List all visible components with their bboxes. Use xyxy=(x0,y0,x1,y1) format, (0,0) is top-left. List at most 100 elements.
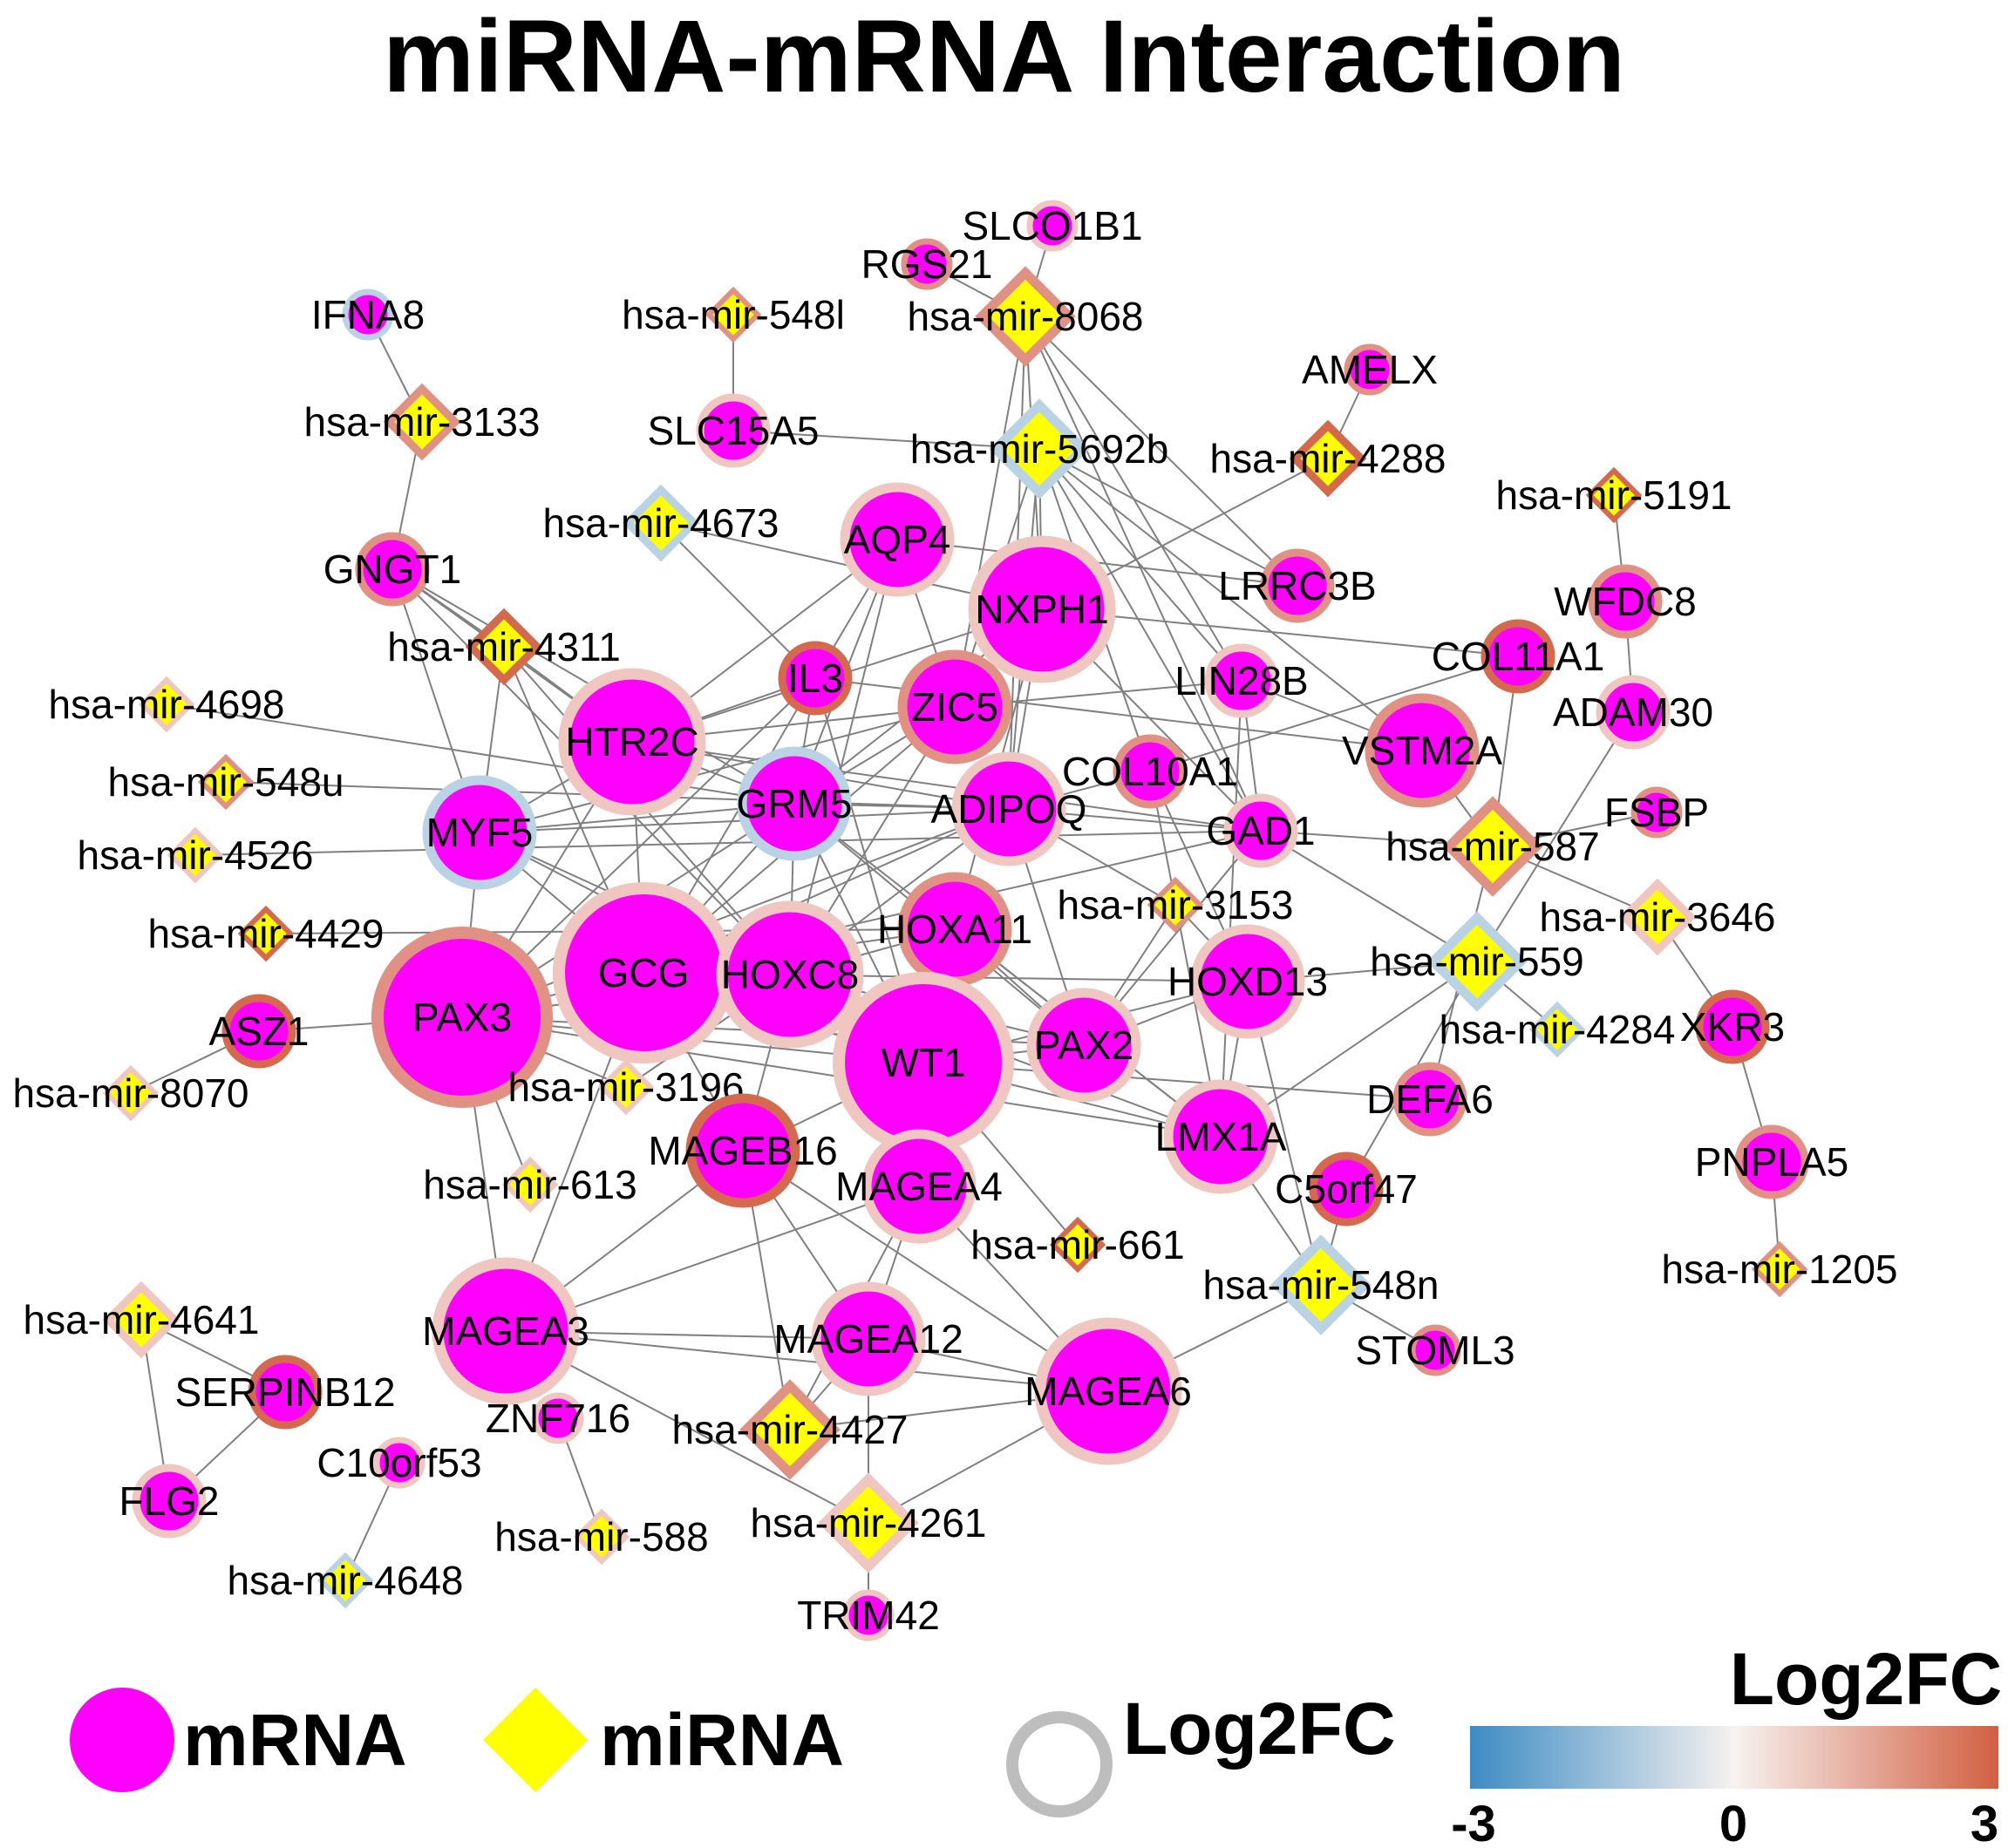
mrna-node-nxph1[interactable]: NXPH1 xyxy=(968,535,1116,683)
mrna-node-rgs21[interactable]: RGS21 xyxy=(861,238,993,290)
node-label-hsa-mir-548l: hsa-mir-548l xyxy=(622,292,845,337)
mirna-node-hsa-mir-559[interactable]: hsa-mir-559 xyxy=(1370,911,1584,1012)
mirna-node-hsa-mir-661[interactable]: hsa-mir-661 xyxy=(970,1216,1185,1274)
mirna-node-hsa-mir-4427[interactable]: hsa-mir-4427 xyxy=(672,1379,909,1480)
mirna-node-hsa-mir-4311[interactable]: hsa-mir-4311 xyxy=(387,608,621,686)
mrna-node-htr2c[interactable]: HTR2C xyxy=(558,668,706,816)
mirna-node-hsa-mir-548n[interactable]: hsa-mir-548n xyxy=(1203,1234,1440,1335)
mirna-node-hsa-mir-4284[interactable]: hsa-mir-4284 xyxy=(1440,1001,1676,1058)
mirna-node-hsa-mir-4526[interactable]: hsa-mir-4526 xyxy=(78,826,314,884)
mrna-node-hoxd13[interactable]: HOXD13 xyxy=(1167,924,1328,1039)
mrna-node-col11a1[interactable]: COL11A1 xyxy=(1432,619,1605,694)
mrna-node-lin28b[interactable]: LIN28B xyxy=(1174,643,1309,718)
mrna-node-c5orf47[interactable]: C5orf47 xyxy=(1275,1152,1418,1226)
mrna-node-aqp4[interactable]: AQP4 xyxy=(840,482,955,597)
node-label-grm5: GRM5 xyxy=(737,781,853,826)
mirna-node-hsa-mir-3133[interactable]: hsa-mir-3133 xyxy=(304,383,541,461)
mrna-node-c10orf53[interactable]: C10orf53 xyxy=(317,1437,482,1489)
mrna-node-zic5[interactable]: ZIC5 xyxy=(897,649,1012,764)
mirna-node-hsa-mir-4673[interactable]: hsa-mir-4673 xyxy=(543,484,779,562)
mrna-node-pnpla5[interactable]: PNPLA5 xyxy=(1695,1124,1848,1199)
mirna-node-hsa-mir-3196[interactable]: hsa-mir-3196 xyxy=(508,1058,745,1116)
node-label-magea3: MAGEA3 xyxy=(422,1308,589,1354)
mrna-node-magea4[interactable]: MAGEA4 xyxy=(835,1129,1003,1244)
mrna-node-gcg[interactable]: GCG xyxy=(553,882,734,1063)
node-label-hsa-mir-5191: hsa-mir-5191 xyxy=(1496,472,1732,518)
mirna-node-hsa-mir-5191[interactable]: hsa-mir-5191 xyxy=(1496,466,1732,524)
mrna-node-pax3[interactable]: PAX3 xyxy=(371,927,553,1108)
mrna-node-pax2[interactable]: PAX2 xyxy=(1026,988,1141,1103)
mrna-node-stoml3[interactable]: STOML3 xyxy=(1355,1324,1515,1376)
mrna-circle-aqp4 xyxy=(840,482,955,597)
mrna-node-col10a1[interactable]: COL10A1 xyxy=(1062,734,1238,809)
mrna-node-slc15a5[interactable]: SLC15A5 xyxy=(648,393,820,468)
mrna-node-magea12[interactable]: MAGEA12 xyxy=(773,1281,963,1396)
mirna-node-hsa-mir-588[interactable]: hsa-mir-588 xyxy=(494,1508,709,1566)
mirna-diamond-hsa-mir-4673 xyxy=(622,484,700,562)
mrna-node-znf716[interactable]: ZNF716 xyxy=(486,1392,630,1444)
mrna-circle-hoxc8 xyxy=(716,900,864,1049)
mrna-circle-col10a1 xyxy=(1113,734,1188,809)
mrna-node-fsbp[interactable]: FSBP xyxy=(1604,786,1709,839)
mrna-node-magea3[interactable]: MAGEA3 xyxy=(422,1257,589,1405)
mirna-node-hsa-mir-587[interactable]: hsa-mir-587 xyxy=(1385,796,1600,897)
mrna-circle-adipoq xyxy=(951,751,1066,866)
legend: mRNA miRNA Log2FC Log2FC -3 0 3 xyxy=(70,1638,2002,1848)
mrna-node-lrrc3b[interactable]: LRRC3B xyxy=(1218,548,1377,623)
node-label-hsa-mir-4429: hsa-mir-4429 xyxy=(148,911,385,956)
node-label-flg2: FLG2 xyxy=(119,1478,219,1524)
mirna-node-hsa-mir-3153[interactable]: hsa-mir-3153 xyxy=(1058,876,1294,934)
mrna-node-hoxc8[interactable]: HOXC8 xyxy=(716,900,864,1049)
mrna-circle-asz1 xyxy=(221,994,296,1069)
mrna-node-il3[interactable]: IL3 xyxy=(778,641,853,716)
node-label-hsa-mir-5692b: hsa-mir-5692b xyxy=(910,426,1169,472)
mrna-circle-pax3 xyxy=(371,927,553,1108)
node-label-amelx: AMELX xyxy=(1302,347,1438,392)
node-label-hsa-mir-3133: hsa-mir-3133 xyxy=(304,399,541,445)
mrna-node-magea6[interactable]: MAGEA6 xyxy=(1024,1317,1192,1465)
mirna-node-hsa-mir-4288[interactable]: hsa-mir-4288 xyxy=(1210,419,1446,498)
mirna-diamond-hsa-mir-5191 xyxy=(1585,466,1643,524)
mirna-node-hsa-mir-548u[interactable]: hsa-mir-548u xyxy=(108,753,344,811)
mrna-node-hoxa11[interactable]: HOXA11 xyxy=(877,872,1032,987)
mrna-node-asz1[interactable]: ASZ1 xyxy=(208,994,310,1069)
edge-gad1-hsa-mir-559 xyxy=(1260,830,1478,962)
mrna-node-wt1[interactable]: WT1 xyxy=(833,972,1014,1153)
mrna-node-adam30[interactable]: ADAM30 xyxy=(1553,675,1713,750)
mrna-node-flg2[interactable]: FLG2 xyxy=(119,1464,220,1539)
mirna-node-hsa-mir-4641[interactable]: hsa-mir-4641 xyxy=(24,1281,260,1359)
mrna-node-defa6[interactable]: DEFA6 xyxy=(1366,1062,1494,1137)
mrna-node-lmx1a[interactable]: LMX1A xyxy=(1155,1079,1287,1194)
mirna-node-hsa-mir-8070[interactable]: hsa-mir-8070 xyxy=(13,1064,249,1122)
mirna-node-hsa-mir-613[interactable]: hsa-mir-613 xyxy=(423,1156,637,1213)
mirna-node-hsa-mir-4261[interactable]: hsa-mir-4261 xyxy=(751,1472,987,1573)
mrna-node-vstm2a[interactable]: VSTM2A xyxy=(1342,693,1502,808)
mrna-node-trim42[interactable]: TRIM42 xyxy=(797,1589,940,1641)
mrna-node-adipoq[interactable]: ADIPOQ xyxy=(931,751,1087,866)
mrna-node-slco1b1[interactable]: SLCO1B1 xyxy=(962,200,1143,252)
mirna-node-hsa-mir-3646[interactable]: hsa-mir-3646 xyxy=(1540,878,1776,956)
mirna-node-hsa-mir-1205[interactable]: hsa-mir-1205 xyxy=(1662,1240,1898,1298)
mrna-node-mageb16[interactable]: MAGEB16 xyxy=(648,1093,838,1208)
mrna-node-gad1[interactable]: GAD1 xyxy=(1206,793,1316,868)
mirna-node-hsa-mir-548l[interactable]: hsa-mir-548l xyxy=(622,286,845,343)
mirna-node-hsa-mir-4429[interactable]: hsa-mir-4429 xyxy=(148,905,385,962)
edge-hsa-mir-5692b-vstm2a xyxy=(1038,448,1423,751)
edge-lin28b-lmx1a xyxy=(1220,680,1242,1138)
mrna-node-amelx[interactable]: AMELX xyxy=(1302,343,1438,396)
mrna-node-grm5[interactable]: GRM5 xyxy=(737,746,853,861)
mirna-diamond-hsa-mir-4311 xyxy=(465,608,543,686)
mrna-node-xkr3[interactable]: XKR3 xyxy=(1680,989,1785,1064)
node-label-lmx1a: LMX1A xyxy=(1155,1114,1287,1159)
node-label-slc15a5: SLC15A5 xyxy=(648,408,820,453)
mrna-node-wfdc8[interactable]: WFDC8 xyxy=(1554,564,1697,639)
mirna-node-hsa-mir-4648[interactable]: hsa-mir-4648 xyxy=(228,1552,464,1609)
mrna-node-ifna8[interactable]: IFNA8 xyxy=(311,289,425,341)
mrna-node-gngt1[interactable]: GNGT1 xyxy=(323,532,461,607)
mrna-node-myf5[interactable]: MYF5 xyxy=(422,775,537,890)
mirna-node-hsa-mir-8068[interactable]: hsa-mir-8068 xyxy=(908,266,1144,367)
mrna-node-serpinb12[interactable]: SERPINB12 xyxy=(174,1355,396,1430)
mirna-node-hsa-mir-5692b[interactable]: hsa-mir-5692b xyxy=(910,398,1169,499)
mirna-node-hsa-mir-4698[interactable]: hsa-mir-4698 xyxy=(49,676,285,733)
